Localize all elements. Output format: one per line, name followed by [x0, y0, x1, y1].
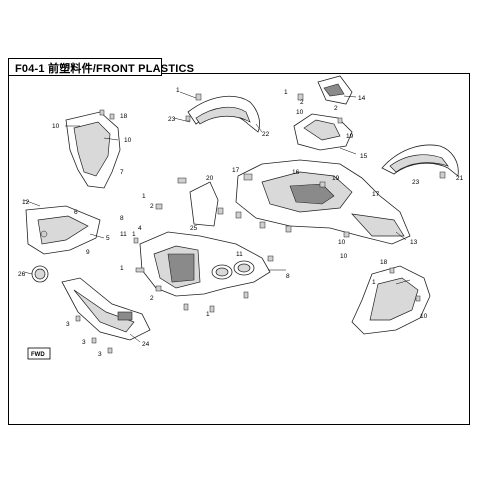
- callout-26: 26: [18, 271, 26, 278]
- callout-2: 2: [334, 105, 338, 112]
- part-7-left-inner-panel: [65, 111, 121, 189]
- part-21-right-fender: [381, 144, 459, 177]
- callout-2: 2: [150, 295, 154, 302]
- part-5-left-guard: [25, 205, 101, 255]
- part-22-upper-fender: [187, 95, 260, 133]
- callout-1: 1: [372, 279, 376, 286]
- callout-6: 6: [74, 209, 78, 216]
- callout-10: 10: [296, 109, 304, 116]
- diagram-title: F04-1 前塑料件/FRONT PLASTICS: [15, 63, 195, 75]
- part-front-grille: [139, 231, 271, 297]
- callout-3: 3: [98, 351, 102, 358]
- part-right-lower-cover: [351, 265, 431, 335]
- callout-18: 18: [380, 259, 388, 266]
- part-25-side-panel: [189, 181, 219, 227]
- callout-11: 11: [120, 231, 127, 238]
- callout-labels: 1 1 1 1 1 1 1 2 2 2 2 3 3 3 4 5 6 7 8 8 …: [18, 87, 464, 358]
- callout-1: 1: [284, 89, 288, 96]
- callout-10: 10: [338, 239, 346, 246]
- callout-17: 17: [372, 191, 380, 198]
- callout-8: 8: [286, 273, 290, 280]
- callout-23: 23: [168, 116, 176, 123]
- callout-9: 9: [86, 249, 90, 256]
- callout-13: 13: [410, 239, 418, 246]
- callout-2: 2: [150, 203, 154, 210]
- callout-10: 10: [420, 313, 428, 320]
- part-15-instrument-housing: [293, 113, 353, 151]
- callout-25: 25: [190, 225, 198, 232]
- fwd-logo: FWD: [27, 347, 51, 360]
- callout-3: 3: [66, 321, 70, 328]
- part-26-round-cap: [31, 265, 49, 283]
- callout-7: 7: [120, 169, 124, 176]
- callout-2: 2: [300, 99, 304, 106]
- callout-19: 19: [332, 175, 340, 182]
- diagram-frame: [8, 73, 470, 425]
- callout-20: 20: [206, 175, 214, 182]
- callout-12: 12: [22, 199, 30, 206]
- callout-10: 10: [340, 253, 348, 260]
- callout-15: 15: [360, 153, 368, 160]
- callout-23: 23: [412, 179, 420, 186]
- part-14-top-cover: [317, 75, 353, 105]
- part-24-lower-skid: [61, 277, 151, 341]
- callout-11: 11: [236, 251, 243, 258]
- callout-17: 17: [232, 167, 240, 174]
- callout-3: 3: [82, 339, 86, 346]
- callout-14: 14: [358, 95, 366, 102]
- callout-21: 21: [456, 175, 464, 182]
- callout-1: 1: [206, 311, 210, 318]
- callout-16: 16: [292, 169, 300, 176]
- callout-1: 1: [120, 265, 124, 272]
- part-13-front-body: [235, 159, 411, 245]
- callout-1: 1: [132, 231, 136, 238]
- diagram-title-box: F04-1 前塑料件/FRONT PLASTICS: [8, 58, 194, 76]
- callout-18: 18: [120, 113, 128, 120]
- callout-4: 4: [138, 225, 142, 232]
- fwd-logo-text: FWD: [31, 352, 45, 358]
- callout-22: 22: [262, 131, 270, 138]
- callout-1: 1: [176, 87, 180, 94]
- callout-24: 24: [142, 341, 150, 348]
- callout-5: 5: [106, 235, 110, 242]
- callout-10: 10: [124, 137, 132, 144]
- callout-10: 10: [52, 123, 60, 130]
- callout-8: 8: [120, 215, 124, 222]
- fasteners: [75, 93, 446, 354]
- callout-19: 19: [346, 133, 354, 140]
- callout-1: 1: [142, 193, 146, 200]
- leader-lines: [23, 91, 411, 343]
